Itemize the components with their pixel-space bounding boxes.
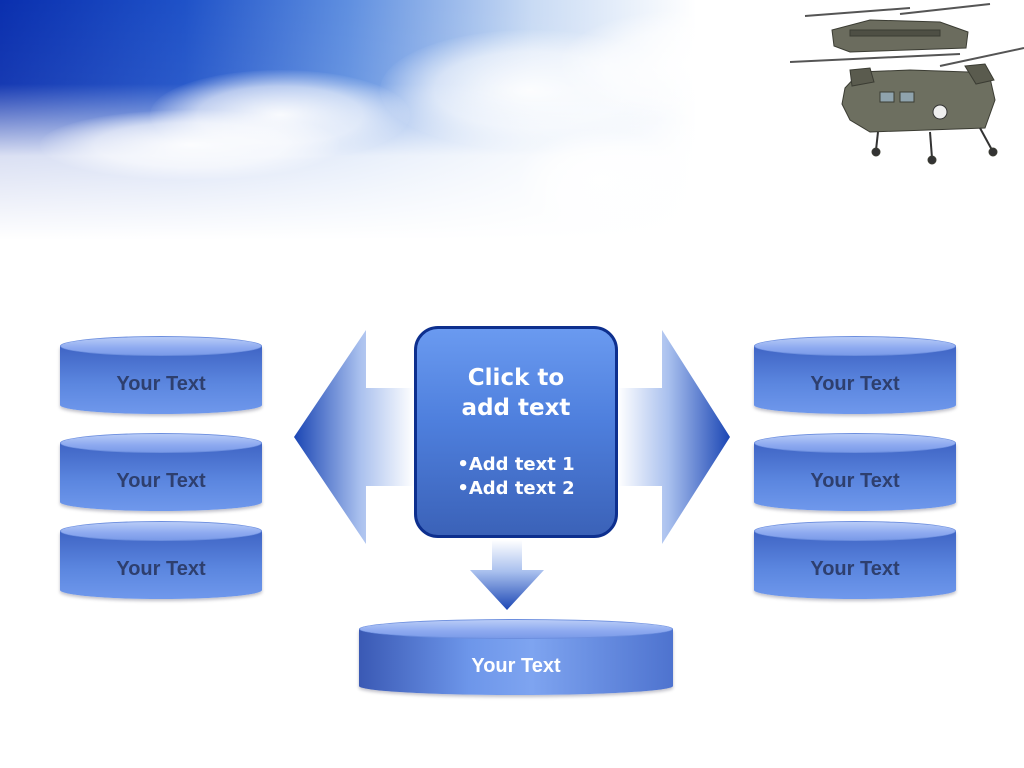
center-title: Click to add text [417, 363, 615, 423]
down-arrow-icon [470, 540, 544, 610]
left-box-2-label: Your Text [116, 469, 206, 492]
center-bullet-1: •Add text 1 [457, 454, 575, 475]
left-box-3-label: Your Text [116, 557, 206, 580]
left-box-2[interactable]: Your Text [60, 433, 262, 511]
right-box-1-label: Your Text [810, 372, 900, 395]
right-arrow-icon [618, 330, 730, 544]
left-box-3[interactable]: Your Text [60, 521, 262, 599]
bottom-box-label: Your Text [471, 654, 561, 677]
left-box-1-label: Your Text [116, 372, 206, 395]
center-title-line2: add text [461, 395, 571, 421]
left-box-1[interactable]: Your Text [60, 336, 262, 414]
bottom-box[interactable]: Your Text [359, 619, 673, 695]
center-bullet-2: •Add text 2 [457, 478, 575, 499]
center-title-line1: Click to [467, 365, 565, 391]
right-box-1[interactable]: Your Text [754, 336, 956, 414]
center-text-box[interactable]: Click to add text •Add text 1 •Add text … [414, 326, 618, 538]
helicopter-image [790, 3, 1024, 165]
right-box-3[interactable]: Your Text [754, 521, 956, 599]
right-box-3-label: Your Text [810, 557, 900, 580]
right-box-2-label: Your Text [810, 469, 900, 492]
left-arrow-icon [294, 330, 414, 544]
right-box-2[interactable]: Your Text [754, 433, 956, 511]
center-bullets: •Add text 1 •Add text 2 [417, 453, 615, 501]
